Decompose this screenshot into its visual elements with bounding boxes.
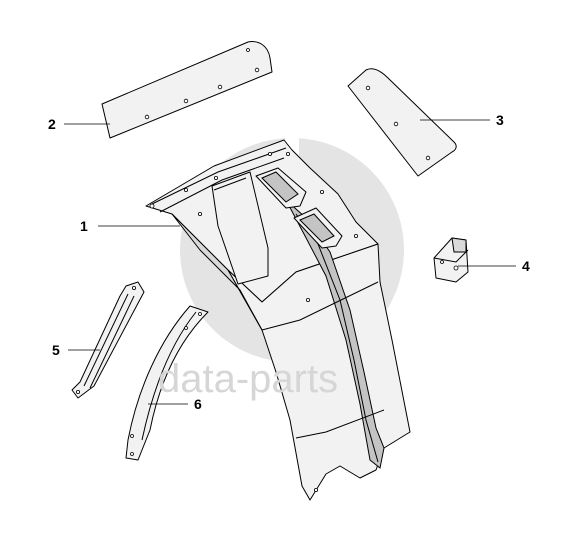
callout-2: 2 bbox=[48, 116, 56, 132]
part-1-cover bbox=[145, 139, 411, 501]
part-6-curved-bracket bbox=[125, 305, 209, 461]
part-3-plate bbox=[347, 68, 457, 177]
part-4-bracket bbox=[433, 237, 469, 283]
watermark-text: data-parts bbox=[158, 357, 338, 401]
callout-5: 5 bbox=[52, 342, 60, 358]
callout-1: 1 bbox=[80, 218, 88, 234]
part-5-bracket-arm bbox=[71, 281, 145, 399]
callout-6: 6 bbox=[194, 396, 202, 412]
part-2-plate bbox=[101, 41, 273, 139]
callout-4: 4 bbox=[522, 258, 530, 274]
callout-3: 3 bbox=[496, 112, 504, 128]
